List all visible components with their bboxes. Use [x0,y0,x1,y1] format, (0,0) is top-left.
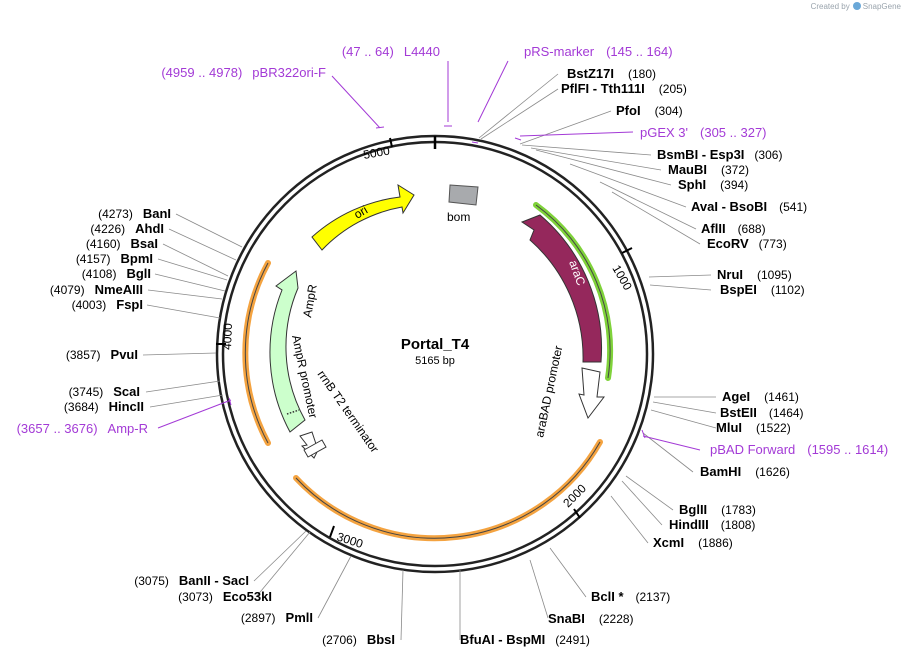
site-ahdi: (4226)AhdI [90,221,164,236]
site-leaders [142,73,717,641]
site-bgli: (4108)BglI [82,266,151,281]
snapgene-logo-icon [852,2,861,10]
site-pvui: (3857)PvuI [66,347,138,362]
site-bglii: BglII(1783) [679,502,756,517]
site-bsmbi: BsmBI - Esp3I(306) [657,147,782,162]
site-nmeaiii: (4079)NmeAIII [50,282,143,297]
feature-rrnb-terminator[interactable] [303,439,327,458]
primer-pbad-forward: pBAD Forward(1595 .. 1614) [710,442,888,457]
site-mlui: MluI(1522) [716,420,791,435]
site-hincii: (3684)HincII [64,399,144,414]
feature-ori[interactable] [311,183,415,251]
site-snabi: SnaBI(2228) [548,611,634,626]
site-bpmi: (4157)BpmI [76,251,153,266]
feature-arabad-promoter[interactable] [578,367,606,420]
primer-prs-marker: pRS-marker(145 .. 164) [524,44,673,59]
ampr-dotted-mark [286,409,300,415]
site-xcmi: XcmI(1886) [653,535,733,550]
site-pmli: (2897)PmlI [241,610,313,625]
feature-ori-label: ori [352,203,371,222]
lower-highlight-arc [293,439,603,542]
site-sphi: SphI(394) [678,177,748,192]
ampr-highlight-core [244,262,269,444]
site-agei: AgeI(1461) [722,389,799,404]
feature-arac[interactable] [520,214,603,363]
site-bsai: (4160)BsaI [86,236,158,251]
site-bani: (4273)BanI [98,206,171,221]
plasmid-name: Portal_T4 [401,336,470,353]
feature-bom[interactable] [448,184,479,206]
feature-ampr-label: AmpR [300,283,320,319]
site-nrui: NruI(1095) [717,267,792,282]
site-ecorv: EcoRV(773) [707,236,787,251]
site-aflii: AflII(688) [701,221,766,236]
tick-5000: 5000 [362,143,391,161]
feature-arabad-label: araBAD promoter [532,344,565,438]
primer-labels: (47 .. 64)L4440 pRS-marker(145 .. 164) p… [17,44,889,457]
primer-leaders [157,60,701,451]
site-avai: AvaI - BsoBI(541) [691,199,807,214]
site-scai: (3745)ScaI [69,384,140,399]
site-pfoi: PfoI(304) [616,103,683,118]
site-fspi: (4003)FspI [72,297,143,312]
site-eco53ki: (3073)Eco53kI [178,589,272,604]
primer-amp-r: (3657 .. 3676)Amp-R [17,421,148,436]
site-bcli: BclI *(2137) [591,589,670,604]
site-hindiii: HindIII(1808) [669,517,755,532]
primer-l4440: (47 .. 64)L4440 [342,44,440,59]
site-bsteii: BstEII(1464) [720,405,804,420]
site-labels: BstZ17I(180) PflFI - Tth111I(205) PfoI(3… [50,66,807,647]
site-bspei: BspEI(1102) [720,282,805,297]
watermark-text: Created by [810,2,850,11]
arac-highlight-core [535,204,611,379]
site-maubi: MauBI(372) [668,162,749,177]
site-bamhi: BamHI(1626) [700,464,790,479]
lower-highlight-core [295,441,601,539]
ampr-highlight-arc [242,260,271,446]
site-pflfi: PflFI - Tth111I(205) [561,81,687,96]
site-bbsi: (2706)BbsI [322,632,395,647]
tick-4000: 4000 [220,323,235,350]
site-banii: (3075)BanII - SacI [134,573,249,588]
feature-bom-label: bom [447,210,470,224]
primer-pgex3: pGEX 3'(305 .. 327) [640,125,767,140]
feature-rrnb-label: rrnB T2 terminator [315,368,382,456]
tick-1000: 1000 [609,263,635,293]
plasmid-size: 5165 bp [415,355,455,367]
watermark: Created by SnapGene [811,2,901,11]
watermark-brand: SnapGene [862,2,901,11]
primer-pbr322ori-f: (4959 .. 4978)pBR322ori-F [161,65,326,80]
site-bfuai: BfuAI - BspMI(2491) [460,632,590,647]
feature-ampr[interactable] [269,270,306,433]
site-bstz17i: BstZ17I(180) [567,66,656,81]
